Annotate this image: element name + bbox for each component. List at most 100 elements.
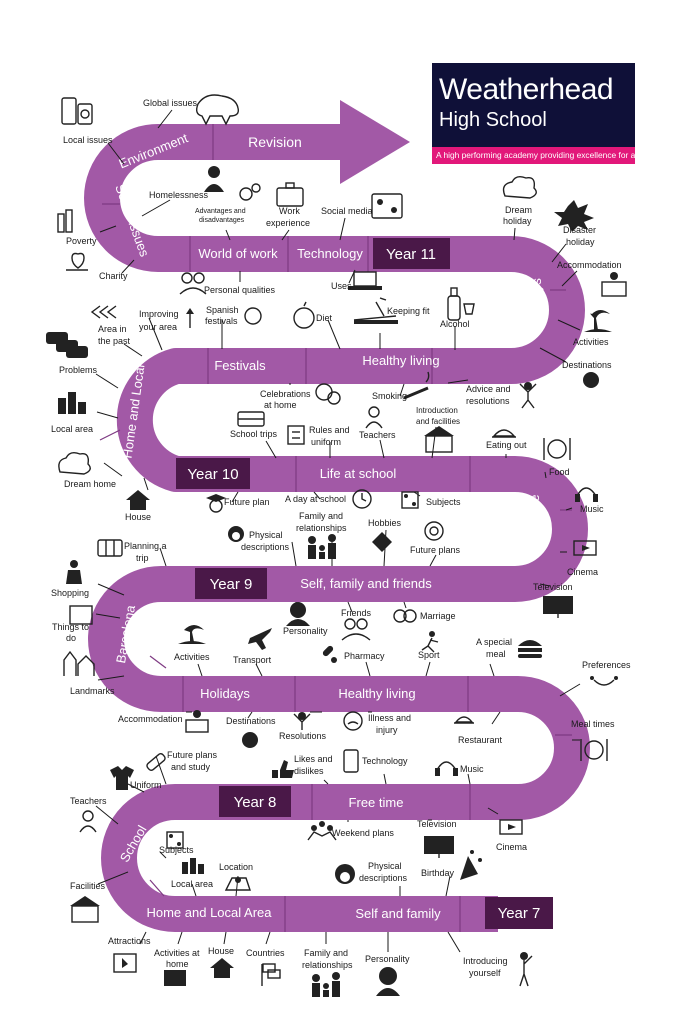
personality-head-icon-y9 bbox=[286, 602, 310, 626]
label-house-y7: House bbox=[208, 946, 234, 956]
label-physical-1-y7: Physical bbox=[368, 861, 402, 871]
balloons-icon bbox=[315, 383, 341, 405]
label-subjects-y8: Subjects bbox=[159, 845, 194, 855]
laptop-icon bbox=[348, 271, 382, 290]
road-arrow-head bbox=[340, 100, 410, 184]
topic-home-and-local-area: Home and Local Area bbox=[146, 905, 272, 920]
family-icon-y7 bbox=[312, 972, 340, 997]
label-weekend-plans: Weekend plans bbox=[332, 828, 394, 838]
sick-face-icon bbox=[343, 711, 363, 731]
label-personal-qualities: Personal qualities bbox=[204, 285, 276, 295]
book-icon bbox=[69, 605, 93, 625]
label-introducing-1: Introducing bbox=[463, 956, 508, 966]
cinema-screen-icon-y10 bbox=[573, 540, 597, 556]
tv-icon-y7 bbox=[164, 970, 186, 986]
cars-jam-icon bbox=[46, 332, 88, 358]
label-things-to-do-2: do bbox=[66, 633, 76, 643]
label-sport: Sport bbox=[418, 650, 440, 660]
label-music-y10: Music bbox=[580, 504, 604, 514]
label-future-study-1: Future plans bbox=[167, 750, 218, 760]
label-poverty: Poverty bbox=[66, 236, 97, 246]
icons bbox=[46, 94, 627, 997]
personality-head-icon-y7 bbox=[376, 967, 400, 996]
protest-hands-icon bbox=[57, 209, 73, 233]
suitcase-icon bbox=[97, 539, 123, 557]
label-location: Location bbox=[219, 862, 253, 872]
road-band bbox=[84, 124, 590, 932]
recycle-jars-icon bbox=[61, 97, 93, 125]
label-transport: Transport bbox=[233, 655, 272, 665]
label-likes-2: dislikes bbox=[294, 766, 324, 776]
briefcase-icon bbox=[276, 182, 304, 207]
label-planning-2: trip bbox=[136, 553, 149, 563]
label-activities-home-2: home bbox=[166, 959, 189, 969]
year9-label: Year 9 bbox=[210, 576, 253, 593]
label-music-y8: Music bbox=[460, 764, 484, 774]
flags-icon bbox=[261, 963, 281, 986]
arrow-up-icon bbox=[186, 308, 194, 328]
reception-desk-icon bbox=[601, 272, 627, 297]
road-dividers bbox=[99, 124, 572, 932]
label-improving-area-2: your area bbox=[139, 322, 177, 332]
party-popper-icon bbox=[460, 850, 482, 880]
label-local-area-y8: Local area bbox=[171, 879, 213, 889]
year7-box bbox=[485, 897, 553, 929]
afro-head-icon-y7 bbox=[335, 864, 355, 884]
label-eating-out: Eating out bbox=[486, 440, 527, 450]
bus-icon bbox=[237, 411, 265, 427]
tv-icon-y10 bbox=[543, 596, 573, 618]
label-area-past-1: Area in bbox=[98, 324, 127, 334]
label-introduction-2: and facilities bbox=[416, 417, 460, 426]
waiter-cloche-icon bbox=[454, 716, 474, 724]
label-hobbies: Hobbies bbox=[368, 518, 402, 528]
city-icon bbox=[58, 392, 86, 414]
label-pharmacy: Pharmacy bbox=[344, 651, 385, 661]
label-destinations-y11: Destinations bbox=[562, 360, 612, 370]
phone-icon bbox=[343, 749, 359, 773]
year8-label: Year 8 bbox=[234, 794, 277, 811]
cigarette-icon bbox=[403, 371, 430, 400]
plate-cutlery-icon-y10 bbox=[543, 438, 571, 460]
topic-technology-y11: Technology bbox=[297, 246, 363, 261]
school-logo: Weatherhead High School A high performin… bbox=[432, 63, 639, 164]
topic-food: Food bbox=[536, 733, 551, 763]
year11-box bbox=[373, 238, 450, 269]
treadmill-icon bbox=[353, 297, 398, 324]
label-shopping: Shopping bbox=[51, 588, 89, 598]
celebrate-person-icon bbox=[519, 382, 537, 409]
topic-life-at-school: Life at school bbox=[320, 466, 397, 481]
label-illness-2: injury bbox=[376, 725, 398, 735]
label-family-rel-1-y9: Family and bbox=[299, 511, 343, 521]
label-physical-1-y9: Physical bbox=[249, 530, 283, 540]
resolutions-person-icon bbox=[293, 712, 311, 730]
label-school-trips: School trips bbox=[230, 429, 278, 439]
label-disaster-holiday-2: holiday bbox=[566, 237, 595, 247]
map-location-icon bbox=[224, 877, 251, 891]
label-keeping-fit: Keeping fit bbox=[387, 306, 430, 316]
house-icon-y7 bbox=[210, 958, 234, 978]
year11-label: Year 11 bbox=[386, 246, 436, 263]
pills-icon bbox=[322, 645, 337, 663]
label-marriage: Marriage bbox=[420, 611, 456, 621]
topic-healthy-living-y9: Healthy living bbox=[338, 686, 415, 701]
label-rules-1: Rules and bbox=[309, 425, 350, 435]
label-activities-y11: Activities bbox=[573, 337, 609, 347]
topic-holidays-y9: Holidays bbox=[200, 686, 250, 701]
label-physical-2-y9: descriptions bbox=[241, 542, 290, 552]
chevrons-back-icon bbox=[90, 305, 117, 319]
topic-festivals: Festivals bbox=[214, 358, 266, 373]
label-local-issues: Local issues bbox=[63, 135, 113, 145]
label-family-rel-2-y7: relationships bbox=[302, 960, 353, 970]
label-illness-1: Illness and bbox=[368, 713, 411, 723]
road bbox=[84, 100, 590, 932]
label-global-issues: Global issues bbox=[143, 98, 198, 108]
label-facilities: Facilities bbox=[70, 881, 106, 891]
school-building-icon-y8 bbox=[70, 896, 100, 923]
homeless-person-icon bbox=[204, 166, 224, 192]
label-work-experience-2: experience bbox=[266, 218, 310, 228]
label-advice-1: Advice and bbox=[466, 384, 511, 394]
label-rules-2: uniform bbox=[311, 437, 341, 447]
label-dream-home: Dream home bbox=[64, 479, 116, 489]
shopping-woman-icon bbox=[66, 560, 82, 584]
label-accommodation-y11: Accommodation bbox=[557, 260, 622, 270]
